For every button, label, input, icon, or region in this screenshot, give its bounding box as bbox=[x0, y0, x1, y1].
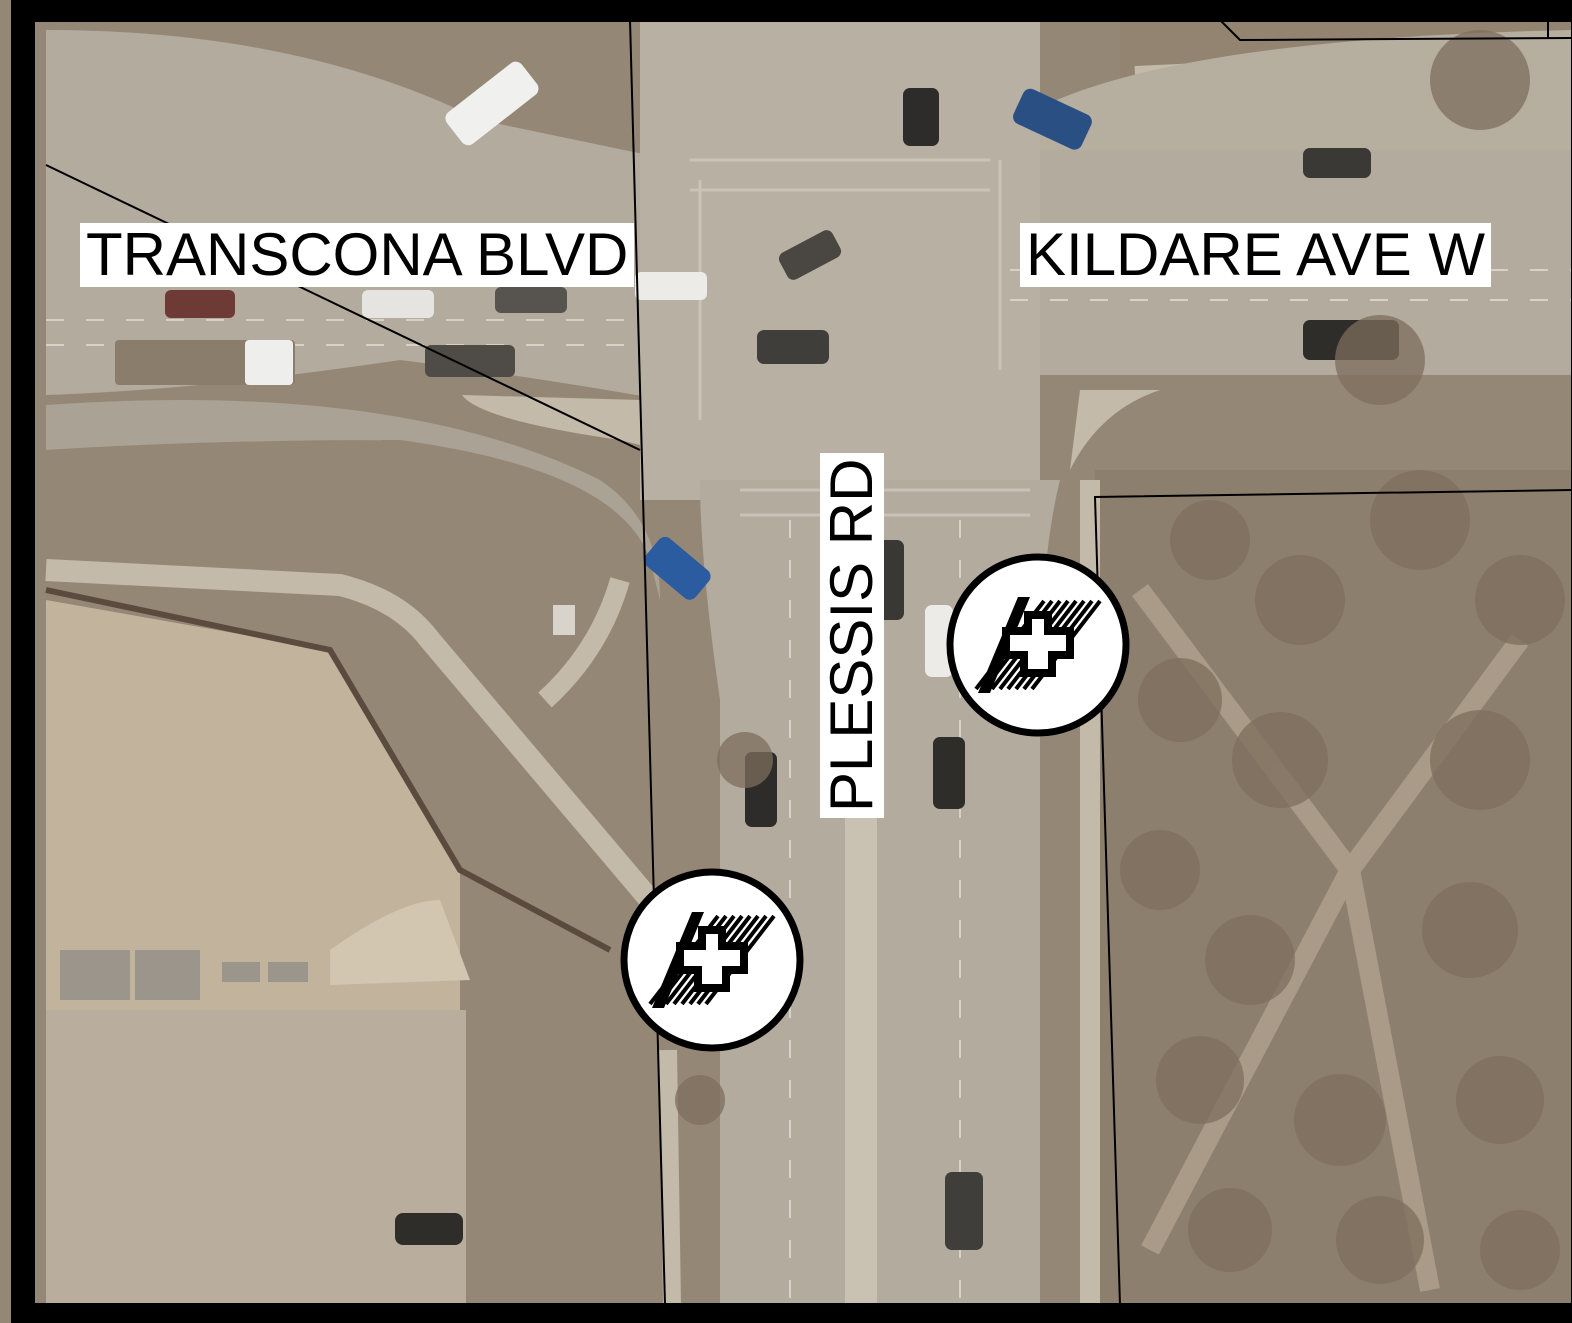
kildare-ave-roadway bbox=[990, 30, 1572, 150]
trees bbox=[675, 30, 1565, 1290]
plessis-rd-roadway bbox=[640, 20, 1040, 500]
car bbox=[933, 737, 965, 809]
sidewalk bbox=[45, 559, 659, 908]
fence bbox=[45, 587, 612, 953]
pickup bbox=[425, 345, 515, 377]
sidewalk bbox=[659, 1049, 681, 1306]
park-path bbox=[1141, 865, 1359, 1255]
transit-stop-icon[interactable] bbox=[624, 872, 800, 1048]
property-lines bbox=[45, 19, 1572, 1306]
sidewalk bbox=[538, 577, 630, 708]
car bbox=[644, 536, 711, 600]
car bbox=[635, 272, 707, 300]
car bbox=[778, 230, 842, 280]
corner-island bbox=[1070, 390, 1160, 470]
utility-box bbox=[553, 605, 575, 635]
map-border bbox=[11, 0, 1572, 1323]
transcona-blvd-roadway bbox=[46, 400, 660, 600]
car bbox=[165, 290, 235, 318]
vehicles bbox=[115, 61, 1399, 1250]
car bbox=[395, 1213, 463, 1245]
median bbox=[845, 790, 877, 1305]
car bbox=[925, 605, 953, 677]
car bbox=[1303, 148, 1371, 178]
street-label-plessis-rd: PLESSIS RD bbox=[818, 452, 885, 818]
car bbox=[945, 1172, 983, 1250]
sports-field bbox=[46, 600, 460, 1010]
transit-stop-icon[interactable] bbox=[950, 557, 1126, 733]
white-van bbox=[445, 61, 539, 146]
car bbox=[362, 290, 434, 318]
car bbox=[1013, 88, 1092, 150]
corner-island bbox=[462, 395, 640, 445]
street-label-kildare-ave-w: KILDARE AVE W bbox=[1020, 223, 1492, 287]
car bbox=[495, 287, 567, 313]
truck-cab bbox=[245, 340, 293, 385]
barriers bbox=[60, 900, 470, 1000]
car bbox=[903, 88, 939, 146]
car bbox=[757, 330, 829, 364]
parking-lot bbox=[46, 1010, 466, 1305]
street-label-transcona-blvd: TRANSCONA BLVD bbox=[80, 223, 635, 287]
crosswalk bbox=[690, 158, 1030, 517]
